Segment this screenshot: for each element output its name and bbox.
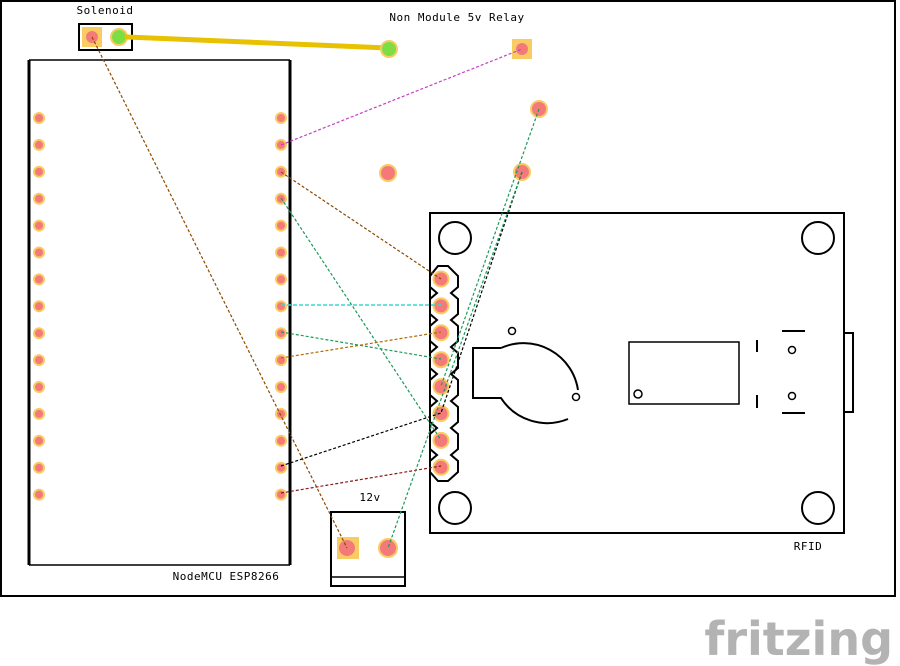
relay-label: Non Module 5v Relay [389,11,524,24]
rfid-pin[interactable] [432,297,450,315]
nodemcu-left-pin[interactable] [33,381,45,393]
nodemcu-right-pin[interactable] [275,354,287,367]
wire-magenta[interactable] [280,48,523,146]
rfid-mount-hole-tl [438,221,472,255]
nodemcu-left-pin[interactable] [33,434,45,447]
rfid-pin[interactable] [432,458,450,476]
nodemcu-component[interactable]: NodeMCU ESP8266 [27,59,292,583]
nodemcu-left-pin[interactable] [33,327,45,340]
nodemcu-right-pin[interactable] [275,112,287,124]
wire-black-relay[interactable] [440,171,523,414]
nodemcu-right-pin[interactable] [275,434,287,447]
rfid-component[interactable]: RFID [429,212,854,553]
nodemcu-right-pin[interactable] [275,488,287,501]
nodemcu-left-pin[interactable] [33,192,45,205]
rfid-pin[interactable] [432,324,450,342]
nodemcu-left-pin[interactable] [33,246,45,259]
trace-solenoid-relay[interactable] [124,34,391,51]
relay-pin-coil[interactable] [380,40,398,58]
power-label: 12v [359,491,380,504]
rfid-label: RFID [794,540,823,553]
nodemcu-right-pin[interactable] [275,246,287,259]
wires [91,36,540,549]
rfid-pin-group [432,270,450,476]
rfid-board [429,212,845,534]
nodemcu-left-pin[interactable] [33,138,45,151]
nodemcu-left-pin[interactable] [33,354,45,367]
rfid-via-4 [787,391,797,401]
rfid-chip [628,341,740,405]
rfid-chip-marker [633,389,643,399]
nodemcu-right-pin-header [275,112,287,501]
relay-pin-com[interactable] [516,43,528,55]
nodemcu-left-pin[interactable] [33,407,45,420]
wire-brown-solenoid-power[interactable] [91,36,348,549]
wire-black-nodemcu[interactable] [280,412,442,467]
nodemcu-right-pin[interactable] [275,165,287,178]
solenoid-label: Solenoid [77,4,134,17]
nodemcu-label: NodeMCU ESP8266 [173,570,280,583]
wire-brown-rfid[interactable] [280,171,442,280]
rfid-side-tab [844,332,854,413]
fritzing-logo: fritzing [704,612,893,666]
nodemcu-right-pin[interactable] [275,273,287,286]
rfid-pin[interactable] [432,431,450,449]
nodemcu-left-pin[interactable] [33,165,45,178]
wire-green-relay[interactable] [440,108,540,387]
nodemcu-left-pin[interactable] [33,300,45,313]
wire-darkred[interactable] [280,465,442,494]
nodemcu-right-pin[interactable] [275,300,287,313]
nodemcu-left-pin[interactable] [33,112,45,124]
nodemcu-left-pin[interactable] [33,461,45,474]
nodemcu-right-pin[interactable] [275,407,287,420]
rfid-via-2 [571,392,581,402]
rfid-via-1 [507,326,517,336]
rfid-pin[interactable] [432,351,450,369]
rfid-pin[interactable] [432,378,450,396]
nodemcu-right-pin[interactable] [275,219,287,232]
nodemcu-right-pin[interactable] [275,381,287,393]
wire-orange[interactable] [280,331,442,359]
power-pin-2[interactable] [378,538,398,558]
rfid-antenna-shape [472,342,579,425]
nodemcu-left-pin[interactable] [33,219,45,232]
wire-green-1[interactable] [280,197,442,441]
relay-pin-nc[interactable] [379,164,397,182]
wire-green-power[interactable] [387,171,523,549]
rfid-mount-hole-br [801,491,835,525]
rfid-mount-hole-bl [438,491,472,525]
nodemcu-right-pin[interactable] [275,327,287,340]
rfid-mount-hole-tr [801,221,835,255]
rfid-via-3 [787,345,797,355]
nodemcu-left-pin[interactable] [33,488,45,501]
nodemcu-left-pin[interactable] [33,273,45,286]
nodemcu-right-pin[interactable] [275,461,287,474]
nodemcu-left-pin-header [33,112,45,501]
rfid-pin-header [429,265,459,482]
power-jack-body [330,511,406,587]
